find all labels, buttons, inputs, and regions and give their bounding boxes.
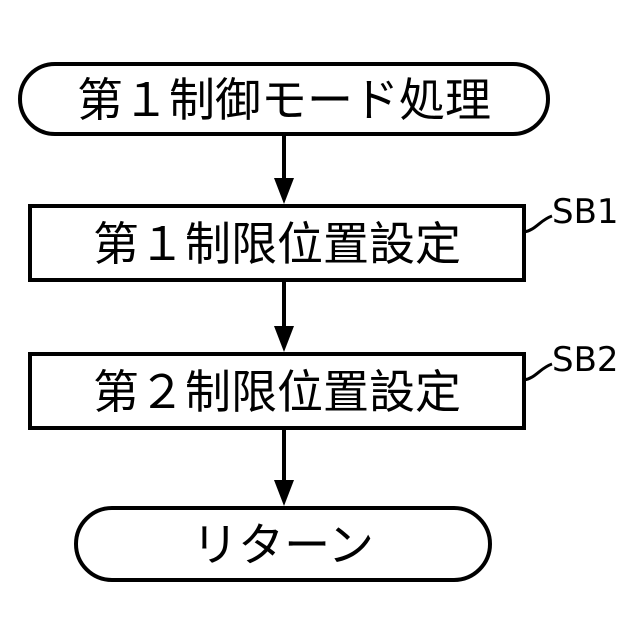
edge-start-to-sb1 bbox=[274, 134, 294, 204]
process-step-sb2: 第２制限位置設定 SB2 bbox=[30, 340, 619, 428]
edge-start-to-sb1-arrowhead bbox=[274, 178, 294, 204]
edge-sb1-to-sb2-arrowhead bbox=[274, 326, 294, 352]
start-terminal: 第１制御モード処理 bbox=[20, 64, 548, 134]
edge-sb2-to-end bbox=[274, 428, 294, 506]
process-step-sb1: 第１制限位置設定 SB1 bbox=[30, 192, 619, 280]
step-label-sb1-leader bbox=[524, 216, 552, 232]
edge-sb2-to-end-arrowhead bbox=[274, 480, 294, 506]
process-step-sb1-text: 第１制限位置設定 bbox=[93, 217, 461, 271]
end-terminal-text: リターン bbox=[192, 518, 374, 572]
step-label-sb1: SB1 bbox=[552, 192, 619, 232]
edge-sb1-to-sb2 bbox=[274, 280, 294, 352]
step-label-sb2: SB2 bbox=[552, 340, 619, 380]
process-step-sb2-text: 第２制限位置設定 bbox=[93, 365, 461, 419]
step-label-sb2-leader bbox=[524, 364, 552, 380]
end-terminal: リターン bbox=[76, 508, 490, 580]
start-terminal-text: 第１制御モード処理 bbox=[77, 73, 491, 127]
